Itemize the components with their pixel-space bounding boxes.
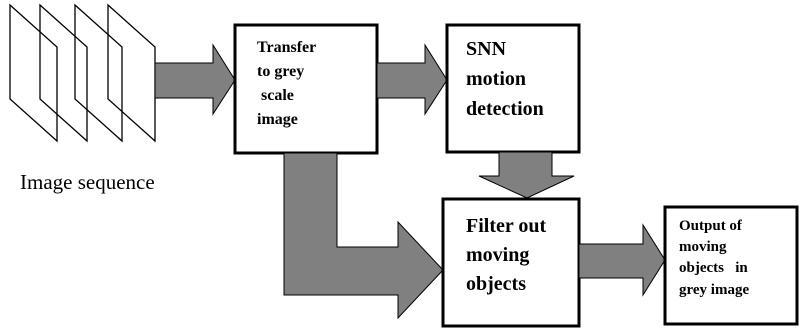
arrow-frames-to-transfer [154,43,236,116]
output-box [663,205,799,326]
frame-4 [107,3,156,143]
arrow-snn-to-filter [478,151,575,199]
frame-3 [74,3,123,143]
filter-box-label: Filter out moving objects [466,215,551,295]
image-sequence-label: Image sequence [20,170,155,194]
frame-1 [9,3,58,143]
frame-2 [39,3,88,143]
output-box-label: Output of moving objects in grey image [679,218,752,298]
snn-box-label: SNN motion detection [466,38,544,120]
arrow-transfer-to-filter [283,152,444,320]
arrow-transfer-to-snn [376,43,448,116]
image-sequence-frames [9,3,156,143]
snn-box [445,23,581,154]
filter-box [441,197,581,328]
arrow-filter-to-output [578,223,666,297]
transfer-box-label: Transfer to grey scale image [257,39,320,128]
transfer-box [233,23,379,155]
